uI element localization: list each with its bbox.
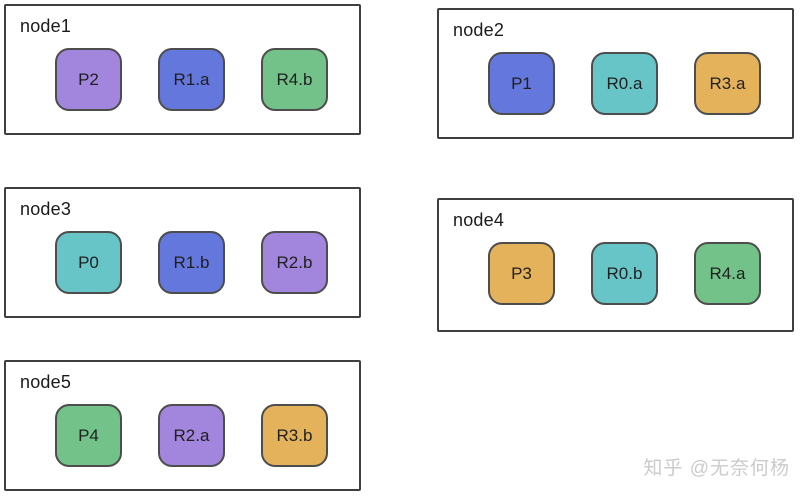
node-items-row: P0 R1.b R2.b [55,231,328,294]
resource-label: R4.a [709,263,746,283]
node-box-node5: node5 P4 R2.a R3.b [4,360,361,491]
resource-box: P2 [55,48,122,111]
resource-box: R0.b [591,242,658,305]
node-title: node1 [20,16,72,36]
resource-label: R2.a [173,425,210,445]
resource-label: R2.b [276,252,313,272]
resource-label: P0 [78,252,99,272]
resource-box: P4 [55,404,122,467]
resource-label: R0.a [606,73,643,93]
resource-box: P0 [55,231,122,294]
node-title: node5 [20,372,72,392]
resource-box: R2.a [158,404,225,467]
resource-label: R3.b [276,425,313,445]
node-title: node4 [453,210,505,230]
node-box-node2: node2 P1 R0.a R3.a [437,8,794,139]
node-box-node4: node4 P3 R0.b R4.a [437,198,794,332]
resource-box: R4.a [694,242,761,305]
resource-box: R0.a [591,52,658,115]
watermark: 知乎 @无奈何杨 [643,458,790,479]
resource-label: P2 [78,69,99,89]
resource-box: P1 [488,52,555,115]
resource-label: R1.a [173,69,210,89]
resource-box: R1.b [158,231,225,294]
resource-box: R4.b [261,48,328,111]
resource-label: R0.b [606,263,643,283]
resource-box: P3 [488,242,555,305]
resource-box: R2.b [261,231,328,294]
node-title: node2 [453,20,505,40]
resource-label: R4.b [276,69,313,89]
resource-box: R3.b [261,404,328,467]
resource-box: R1.a [158,48,225,111]
node-box-node1: node1 P2 R1.a R4.b [4,4,361,135]
node-items-row: P1 R0.a R3.a [488,52,761,115]
node-box-node3: node3 P0 R1.b R2.b [4,187,361,318]
resource-box: R3.a [694,52,761,115]
resource-label: R3.a [709,73,746,93]
resource-label: R1.b [173,252,210,272]
resource-label: P3 [511,263,532,283]
node-items-row: P3 R0.b R4.a [488,242,761,305]
node-title: node3 [20,199,72,219]
node-items-row: P4 R2.a R3.b [55,404,328,467]
resource-label: P4 [78,425,99,445]
resource-label: P1 [511,73,532,93]
node-items-row: P2 R1.a R4.b [55,48,328,111]
